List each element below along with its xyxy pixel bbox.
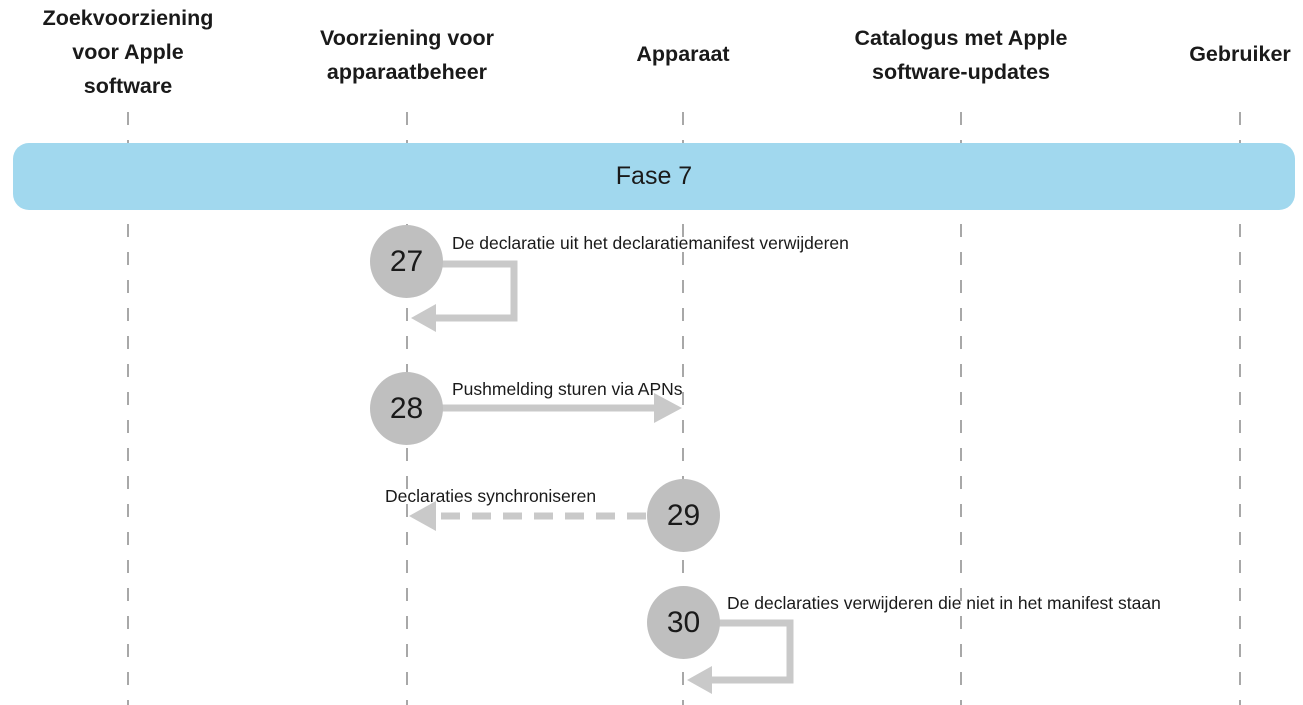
arrowhead-left-step-27: [411, 304, 436, 332]
step-circle-29: 29: [647, 479, 720, 552]
arrowhead-left-step-29: [409, 501, 436, 531]
step-label-29: Declaraties synchroniseren: [385, 486, 597, 506]
step-label-30: De declaraties verwijderen die niet in h…: [727, 593, 1161, 613]
self-loop-arrow-step-30: [700, 619, 794, 684]
step-label-28: Pushmelding sturen via APNs: [452, 379, 683, 399]
phase-banner: Fase 7: [13, 143, 1295, 210]
actor-label-apparaat: Apparaat: [636, 42, 730, 66]
step-circle-28: 28: [370, 372, 443, 445]
actor-label-zoekvoorziening: Zoekvoorziening voor Apple software: [42, 6, 214, 98]
step-circle-27: 27: [370, 225, 443, 298]
actor-label-catalogus: Catalogus met Apple software-updates: [854, 26, 1068, 84]
actor-label-apparaatbeheer: Voorziening voor apparaatbeheer: [320, 26, 494, 84]
step-label-27: De declaratie uit het declaratiemanifest…: [452, 233, 849, 253]
phase-banner-label: Fase 7: [615, 162, 693, 190]
self-loop-arrow-step-27: [424, 260, 518, 322]
arrowhead-right-step-28: [654, 393, 682, 423]
arrowhead-left-step-30: [687, 666, 712, 694]
step-circle-30: 30: [647, 586, 720, 659]
actor-label-gebruiker: Gebruiker: [1189, 42, 1291, 66]
